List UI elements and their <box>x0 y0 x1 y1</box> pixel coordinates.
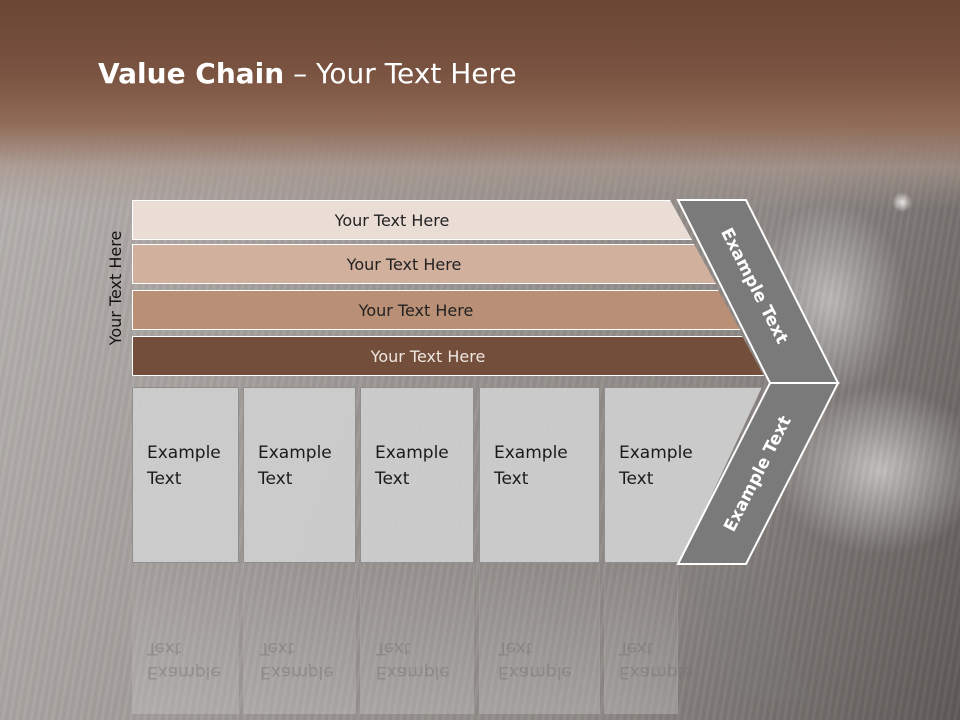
bar-2-label: Your Text Here <box>346 254 462 274</box>
cell-3-line2: Text <box>375 469 410 489</box>
activity-cell-1: Example Text <box>132 387 239 563</box>
bar-3: Your Text Here <box>132 290 740 330</box>
activity-cell-2: Example Text <box>243 387 356 563</box>
bar-4: Your Text Here <box>132 336 764 376</box>
header-band <box>0 0 960 210</box>
title-rest: – Your Text Here <box>284 57 517 90</box>
cell-4-line1: Example <box>494 443 568 463</box>
activity-cell-4: Example Text <box>479 387 600 563</box>
cell-2-line1: Example <box>258 443 332 463</box>
chevron-lower <box>676 382 840 565</box>
cell-5-line1: Example <box>619 443 693 463</box>
chevron-reflection-shape <box>678 566 810 700</box>
title-bold: Value Chain <box>98 57 285 90</box>
cell-4-line2: Text <box>494 469 529 489</box>
bar-4-label: Your Text Here <box>370 346 486 366</box>
activity-cell-3: Example Text <box>360 387 474 563</box>
bar-1-label: Your Text Here <box>334 210 450 230</box>
chevron-reflection: Example Text <box>678 566 810 713</box>
cell-5-line2: Text <box>619 469 654 489</box>
cell-1-line2: Text <box>147 469 182 489</box>
cell-1-line1: Example <box>147 443 221 463</box>
bar-3-label: Your Text Here <box>358 300 474 320</box>
slide-title: Value Chain – Your Text Here <box>98 56 517 92</box>
bar-2: Your Text Here <box>132 244 716 284</box>
bar-1: Your Text Here <box>132 200 692 240</box>
cell-2-line2: Text <box>258 469 293 489</box>
cell-3-line1: Example <box>375 443 449 463</box>
